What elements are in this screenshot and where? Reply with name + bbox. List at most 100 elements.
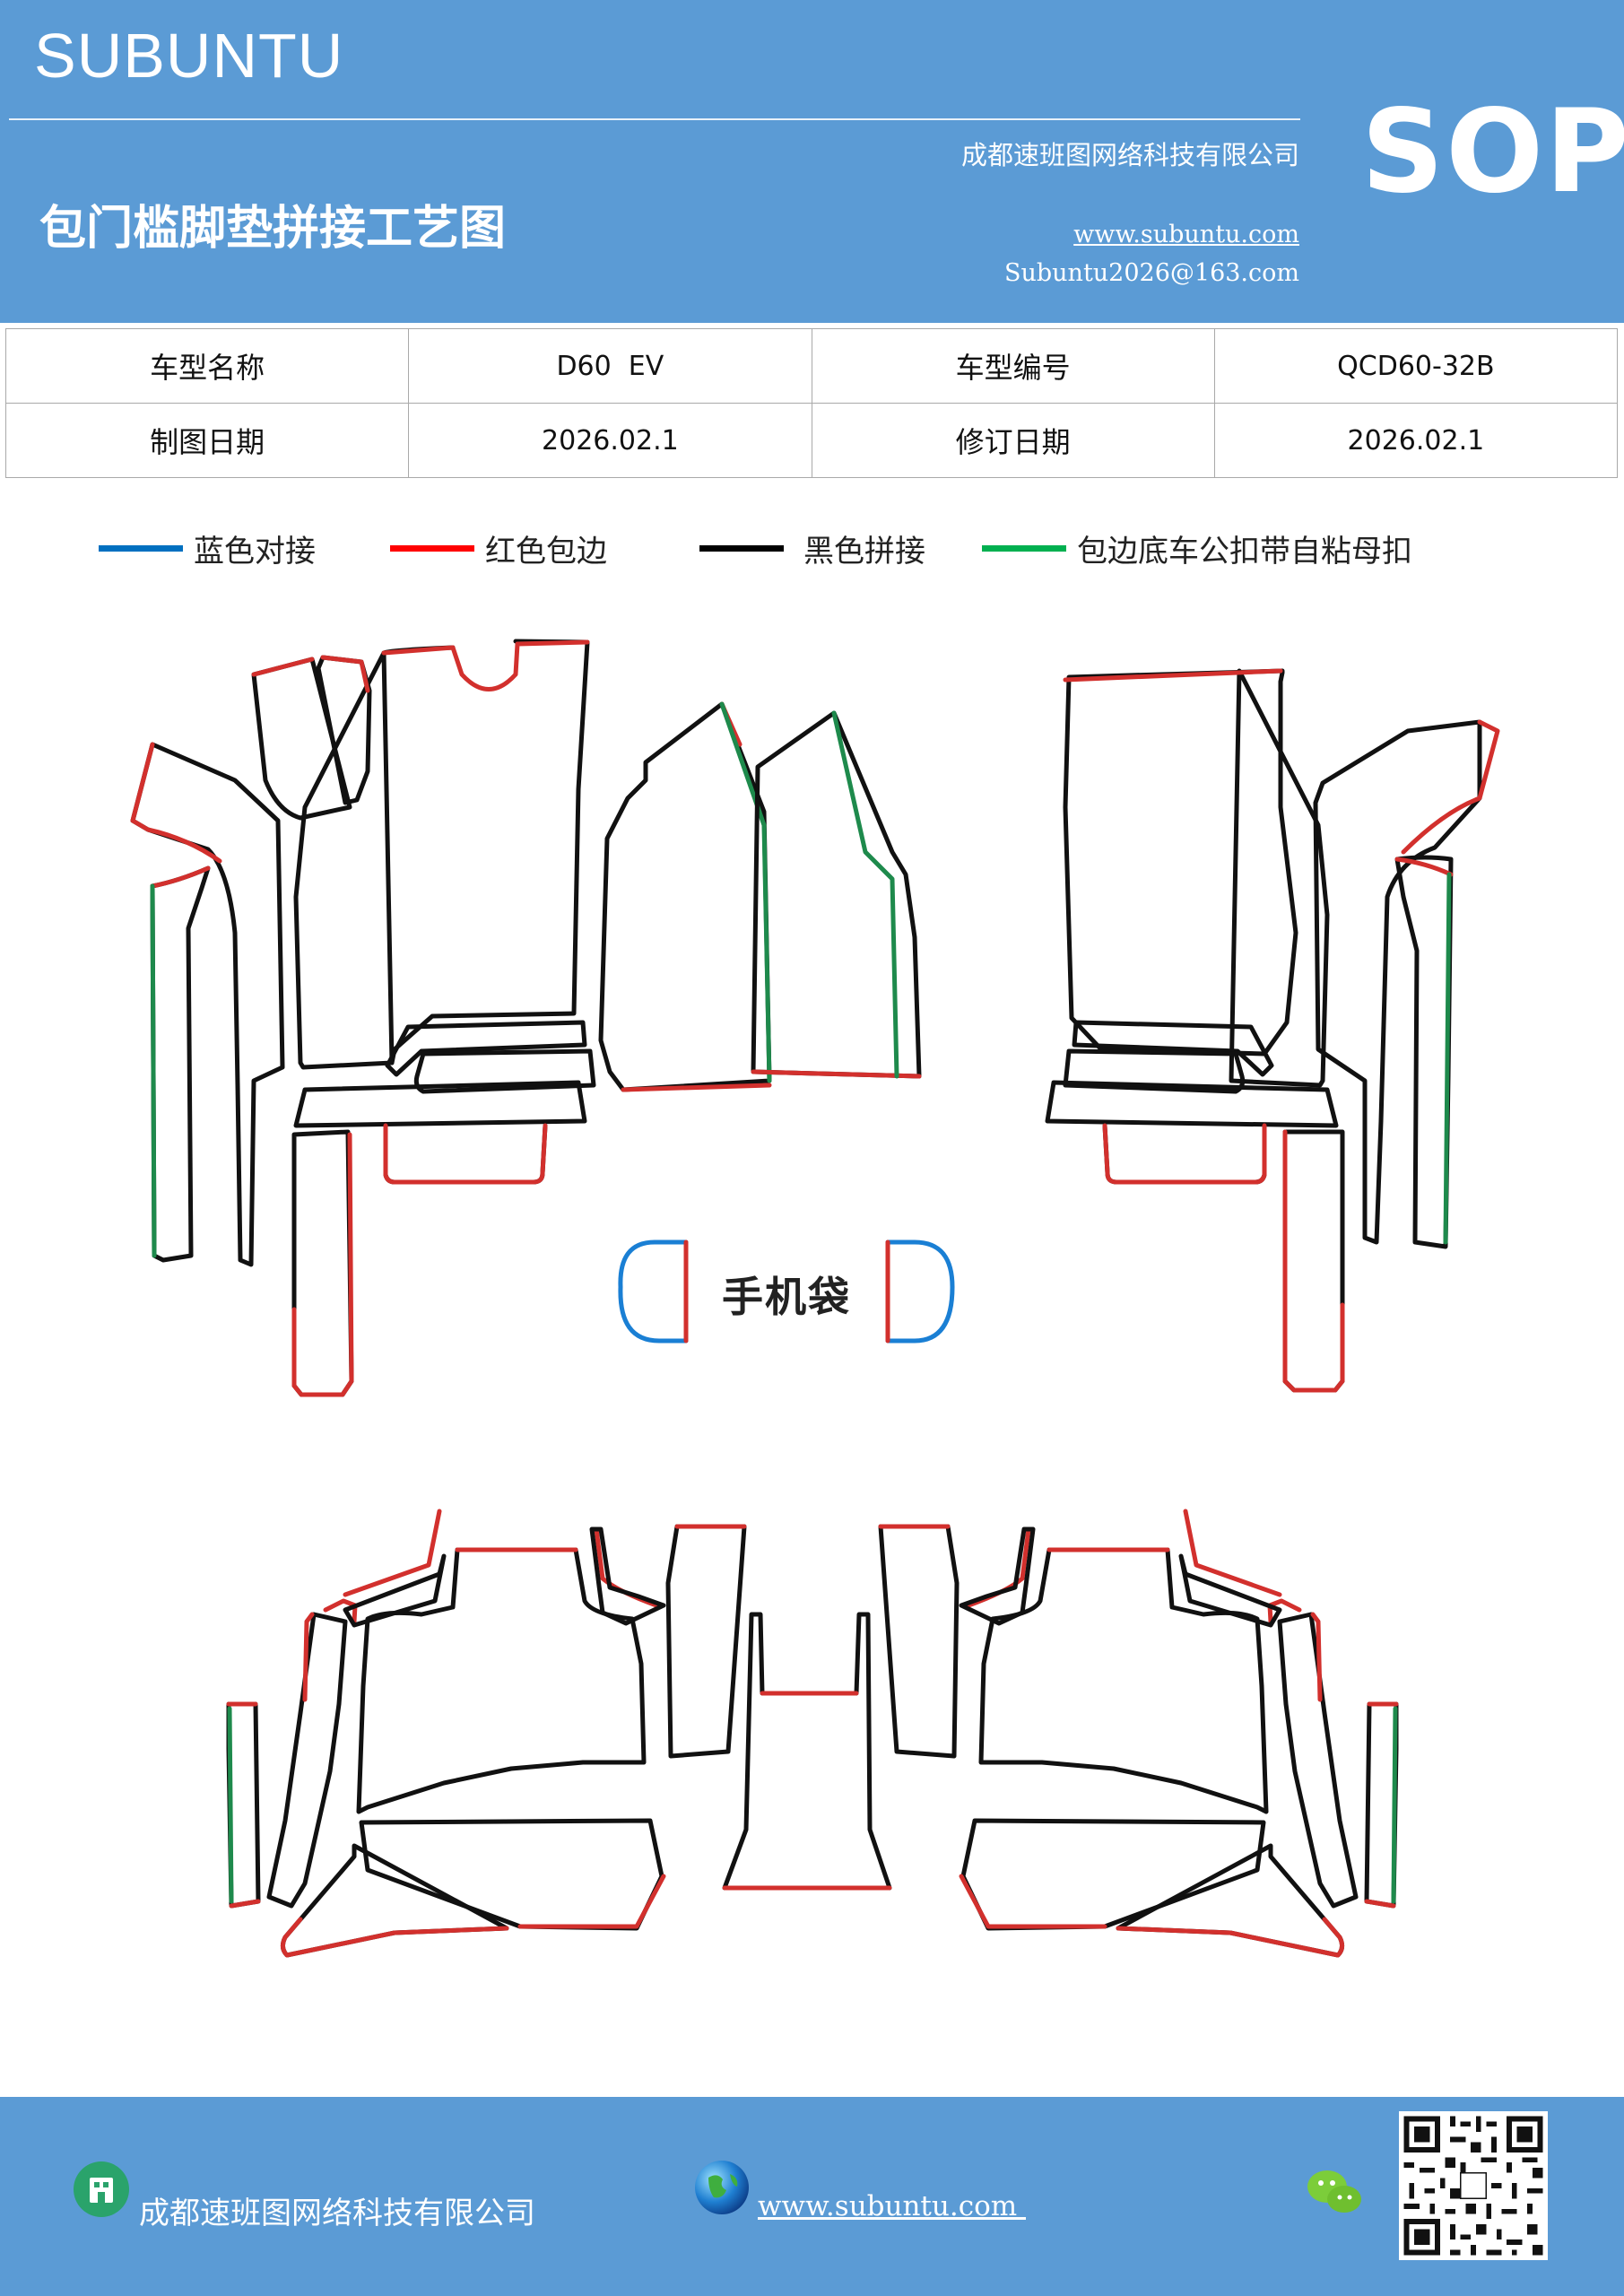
phone-pocket-label: 手机袋 — [722, 1273, 851, 1321]
driver-mat-red-edge — [381, 639, 590, 691]
driver-mat-outline — [293, 650, 395, 1070]
rear-side-outline — [266, 1612, 348, 1909]
footrest-outline — [1102, 1123, 1267, 1185]
rear-side-red-edge — [302, 1612, 315, 1702]
driver-mat-outline — [381, 639, 590, 1065]
legend-swatch-black — [699, 544, 784, 552]
phone-pocket-right — [885, 1239, 955, 1344]
heel-pad-outline — [385, 1020, 587, 1077]
sill-strip-green-edge — [150, 883, 157, 1258]
passenger-mat-outline — [751, 710, 922, 1079]
rear-mat-red-edge — [343, 1509, 442, 1597]
wechat-icon — [1307, 2170, 1361, 2213]
drawing-date-label: 制图日期 — [4, 403, 410, 478]
rear-left-mat-group — [226, 1509, 747, 1958]
door-strip-red-edge — [291, 1132, 354, 1397]
rear-mat-outline — [959, 1526, 1036, 1626]
footer-website-link[interactable]: www.subuntu.com — [758, 2190, 1026, 2222]
heel-pad-outline — [293, 1080, 587, 1128]
email-address[interactable]: Subuntu2026@163.com — [1004, 259, 1299, 287]
center-tunnel-group — [722, 1612, 892, 1891]
sill-strip-green-edge — [1443, 872, 1452, 1245]
legend-item-red: 红色包边 — [390, 525, 607, 571]
legend-swatch-green — [982, 544, 1066, 552]
rear-mat-red-edge — [1183, 1509, 1282, 1597]
rear-mat-outline — [1116, 1843, 1345, 1958]
phone-pocket-blue-edge — [885, 1239, 955, 1344]
model-name-value: D60 EV — [408, 328, 812, 404]
rear-pillar-outline — [878, 1524, 960, 1759]
rear-mat-outline — [589, 1526, 666, 1626]
sill-piece-outline — [130, 742, 285, 1267]
rear-mat-red-edge — [959, 1874, 1107, 1929]
passenger-mat-red-edge — [751, 1069, 922, 1079]
model-name-label: 车型名称 — [4, 328, 410, 404]
door-strip-outline — [1282, 1129, 1345, 1393]
rear-mat-outline — [343, 1553, 447, 1628]
sill-strip-red-edge — [1394, 857, 1454, 877]
sill-strip-red-edge — [150, 865, 211, 889]
rear-mat-red-edge — [1116, 1917, 1345, 1958]
legend-swatch-blue — [99, 544, 183, 552]
passenger-mat-green-edge — [831, 710, 899, 1079]
legend-item-green: 包边底车公扣带自粘母扣 — [982, 525, 1412, 571]
revision-date-value: 2026.02.1 — [1213, 403, 1619, 478]
door-strip-red-edge — [1282, 1129, 1345, 1393]
rear-side-outline — [1277, 1612, 1359, 1909]
rear-mat-outline — [1178, 1553, 1282, 1628]
website-link[interactable]: www.subuntu.com — [1073, 221, 1299, 248]
sill-piece-outline — [1313, 719, 1482, 1245]
rear-side-green-edge — [227, 1706, 234, 1904]
rear-mat-outline — [280, 1843, 509, 1958]
rear-mat-red-edge — [517, 1874, 666, 1929]
drawing-date-value: 2026.02.1 — [408, 403, 812, 478]
model-code-value: QCD60-32B — [1213, 328, 1619, 404]
header-divider — [9, 118, 1300, 120]
rear-right-mat-group — [878, 1509, 1399, 1958]
driver-mat-red-edge — [1063, 668, 1283, 683]
table-row: 车型名称 D60 EV 车型编号 QCD60-32B — [4, 328, 1619, 404]
qr-code[interactable] — [1399, 2111, 1548, 2260]
phone-pocket-blue-edge — [618, 1239, 689, 1344]
header-banner — [0, 0, 1624, 323]
heel-pad-outline — [1045, 1080, 1339, 1128]
info-table: 车型名称 D60 EV 车型编号 QCD60-32B 制图日期 2026.02.… — [4, 328, 1619, 478]
footrest-red-edge — [383, 1123, 548, 1185]
page-title: 包门槛脚垫拼接工艺图 — [39, 201, 507, 256]
pedal-piece-red-edge — [320, 655, 370, 693]
globe-icon — [695, 2161, 749, 2214]
sill-piece-red-edge — [1401, 719, 1500, 855]
brand-logo-text: SUBUNTU — [34, 21, 344, 91]
passenger-mat-outline — [598, 701, 772, 1092]
rear-pillar-outline — [665, 1524, 747, 1759]
rear-mat-red-edge — [280, 1917, 509, 1958]
legend-label: 黑色拼接 — [803, 533, 925, 570]
driver-mat-outline — [1229, 668, 1330, 1088]
driver-mat-outline — [1063, 668, 1298, 1057]
pedal-piece-red-edge — [251, 657, 315, 677]
legend-item-black: 黑色拼接 — [699, 525, 925, 571]
rear-side-red-edge — [1364, 1701, 1399, 1909]
rear-side-red-edge — [226, 1701, 261, 1909]
legend-item-blue: 蓝色对接 — [99, 525, 316, 571]
legend-label: 包边底车公扣带自粘母扣 — [1077, 533, 1412, 570]
footrest-red-edge — [1102, 1123, 1267, 1185]
sill-piece-red-edge — [130, 742, 222, 864]
building-icon — [74, 2161, 129, 2217]
legend-swatch-red — [390, 544, 474, 552]
legend-label: 蓝色对接 — [194, 533, 316, 570]
table-row: 制图日期 2026.02.1 修订日期 2026.02.1 — [4, 403, 1619, 478]
center-tunnel-red-edge — [722, 1691, 892, 1891]
footer-company-name: 成都速班图网络科技有限公司 — [139, 2196, 535, 2231]
sop-badge: SOP — [1361, 85, 1624, 219]
front-right-mat-group — [751, 668, 1500, 1393]
heel-pad-outline — [1072, 1020, 1274, 1077]
pedal-piece-outline — [251, 657, 352, 821]
center-tunnel-outline — [722, 1612, 892, 1891]
rear-side-red-edge — [1310, 1612, 1323, 1702]
phone-pocket-left — [618, 1239, 689, 1344]
front-left-mat-group — [130, 639, 772, 1397]
revision-date-label: 修订日期 — [811, 403, 1215, 478]
company-name: 成都速班图网络科技有限公司 — [960, 140, 1299, 170]
